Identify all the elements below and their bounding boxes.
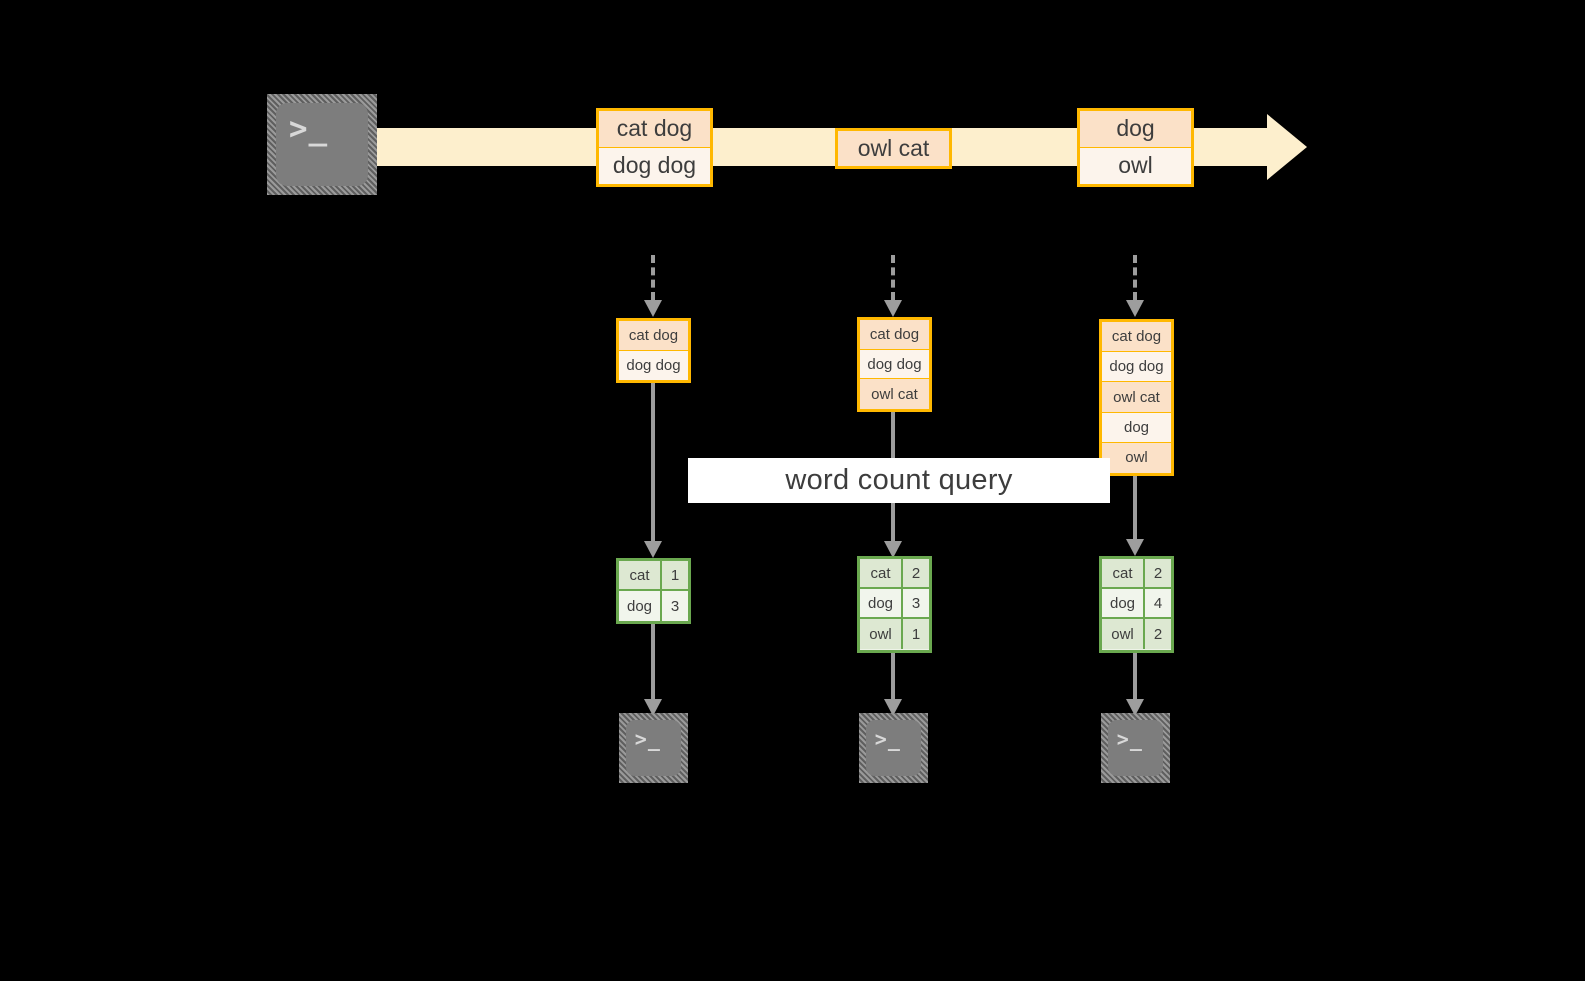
- terminal-prompt-glyph: >_: [288, 110, 329, 147]
- count-cell: 2: [1145, 559, 1171, 587]
- table-row: dog dog: [619, 350, 688, 380]
- record-line: dog: [1080, 111, 1191, 148]
- count-cell: 1: [903, 619, 929, 649]
- accumulated-table-2: cat dog dog dog owl cat: [857, 317, 932, 412]
- word-cell: dog: [1102, 589, 1145, 617]
- count-cell: 1: [662, 561, 688, 589]
- terminal-screen: >_: [626, 720, 681, 776]
- word-count-table-1: cat 1 dog 3: [616, 558, 691, 624]
- terminal-screen: >_: [866, 720, 921, 776]
- table-row: dog dog: [1102, 352, 1171, 383]
- count-cell: 3: [903, 589, 929, 617]
- stream-batch-2: owl cat: [835, 128, 952, 169]
- table-row: cat 1: [619, 561, 688, 591]
- word-cell: owl: [860, 619, 903, 649]
- record-line: owl: [1080, 147, 1191, 184]
- table-row: dog dog: [860, 349, 929, 380]
- table-row: dog 3: [860, 589, 929, 619]
- table-row: dog 3: [619, 591, 688, 621]
- terminal-screen: >_: [276, 103, 368, 186]
- stream-batch-1: cat dog dog dog: [596, 108, 713, 187]
- word-count-table-3: cat 2 dog 4 owl 2: [1099, 556, 1174, 653]
- count-cell: 2: [903, 559, 929, 587]
- table-row: dog: [1102, 412, 1171, 443]
- table-row: owl: [1102, 442, 1171, 473]
- query-label: word count query: [688, 458, 1110, 503]
- source-terminal-icon[interactable]: >_: [267, 94, 377, 195]
- terminal-screen: >_: [1108, 720, 1163, 776]
- word-cell: cat: [860, 559, 903, 587]
- table-row: owl cat: [860, 379, 929, 409]
- table-row: owl 2: [1102, 619, 1171, 649]
- table-row: cat dog: [619, 321, 688, 351]
- table-row: dog 4: [1102, 589, 1171, 619]
- sink-terminal-icon-2[interactable]: >_: [859, 713, 928, 783]
- table-row: cat 2: [860, 559, 929, 589]
- sink-terminal-icon-1[interactable]: >_: [619, 713, 688, 783]
- word-cell: cat: [1102, 559, 1145, 587]
- record-line: dog dog: [599, 147, 710, 184]
- accumulated-table-3: cat dog dog dog owl cat dog owl: [1099, 319, 1174, 476]
- table-row: owl 1: [860, 619, 929, 649]
- word-cell: owl: [1102, 619, 1145, 649]
- word-cell: dog: [619, 591, 662, 621]
- terminal-prompt-glyph: >_: [1116, 726, 1143, 751]
- record-line: owl cat: [838, 131, 949, 166]
- table-row: owl cat: [1102, 382, 1171, 413]
- table-row: cat dog: [1102, 322, 1171, 353]
- table-row: cat dog: [860, 320, 929, 350]
- table-row: cat 2: [1102, 559, 1171, 589]
- stream-arrow-head: [1267, 114, 1307, 180]
- count-cell: 4: [1145, 589, 1171, 617]
- count-cell: 2: [1145, 619, 1171, 649]
- word-count-table-2: cat 2 dog 3 owl 1: [857, 556, 932, 653]
- query-label-text: word count query: [785, 464, 1013, 496]
- count-cell: 3: [662, 591, 688, 621]
- accumulated-table-1: cat dog dog dog: [616, 318, 691, 383]
- sink-terminal-icon-3[interactable]: >_: [1101, 713, 1170, 783]
- word-cell: cat: [619, 561, 662, 589]
- terminal-prompt-glyph: >_: [634, 726, 661, 751]
- word-cell: dog: [860, 589, 903, 617]
- record-line: cat dog: [599, 111, 710, 148]
- stream-batch-3: dog owl: [1077, 108, 1194, 187]
- terminal-prompt-glyph: >_: [874, 726, 901, 751]
